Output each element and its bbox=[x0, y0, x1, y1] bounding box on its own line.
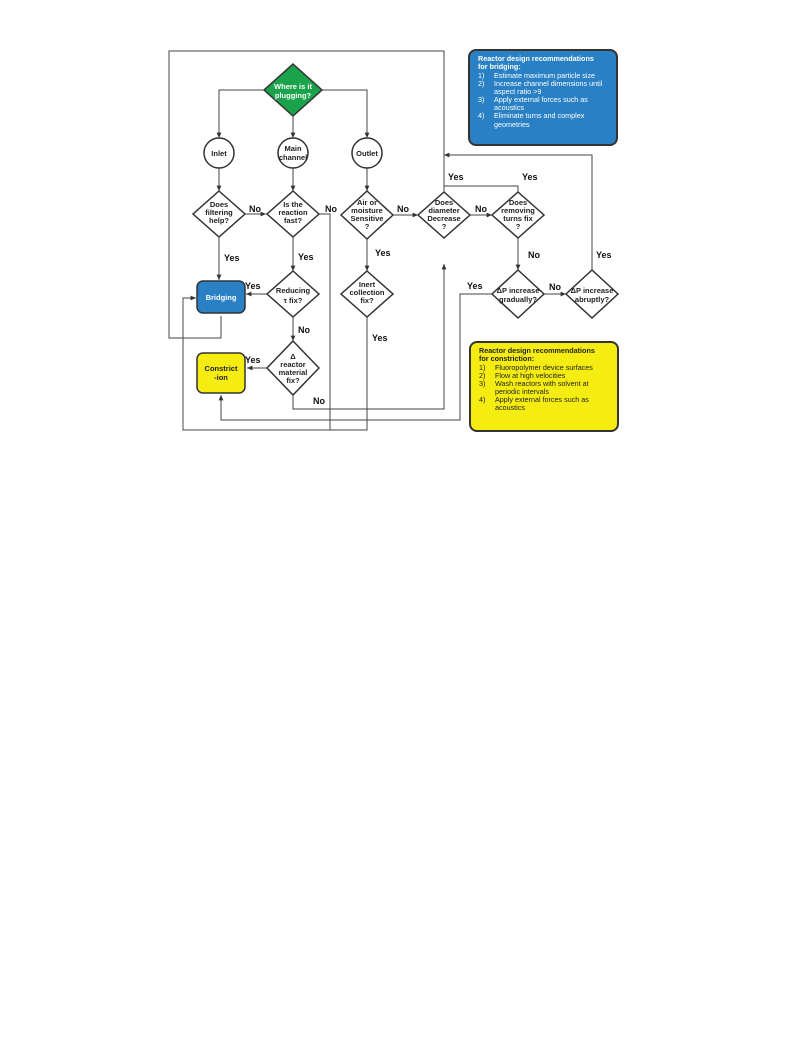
list-item: 1)Estimate maximum particle size bbox=[478, 71, 596, 81]
edge-fast-no bbox=[182, 213, 331, 431]
edge-labels: No No No No Yes Yes Yes Yes Yes No Yes Y… bbox=[224, 172, 612, 406]
label-fast-no: No bbox=[325, 204, 337, 214]
label-diameter-no: No bbox=[475, 204, 487, 214]
connectors bbox=[168, 50, 593, 431]
label-abrupt-yes: Yes bbox=[596, 250, 612, 260]
label-tau-yes: Yes bbox=[245, 281, 261, 291]
label-material-yes: Yes bbox=[245, 355, 261, 365]
constriction-recommendations-title: Reactor design recommendations for const… bbox=[479, 346, 595, 364]
constriction-node: Constrict-ion bbox=[196, 352, 246, 394]
edge-start-to-inlet bbox=[216, 89, 264, 138]
constriction-recommendations: Reactor design recommendations for const… bbox=[469, 341, 619, 432]
svg-text:Constrict-ion: Constrict-ion bbox=[205, 364, 238, 382]
bridging-recommendations-list: 1)Estimate maximum particle size 2)Incre… bbox=[478, 71, 608, 129]
bridging-recommendations-title: Reactor design recommendations for bridg… bbox=[478, 54, 594, 72]
label-diameter-yes: Yes bbox=[448, 172, 464, 182]
constriction-recommendations-list: 1)Fluoropolymer device surfaces 2)Flow a… bbox=[479, 364, 609, 412]
label-air-yes: Yes bbox=[375, 248, 391, 258]
label-air-no: No bbox=[397, 204, 409, 214]
list-item: 1)Fluoropolymer device surfaces bbox=[479, 363, 593, 373]
list-item: 2)Flow at high velocities bbox=[479, 371, 566, 381]
edge-turns-yes bbox=[444, 185, 519, 192]
label-filtering-no: No bbox=[249, 204, 261, 214]
label-turns-yes: Yes bbox=[522, 172, 538, 182]
list-item: 3)Apply external forces such as acoustic… bbox=[478, 95, 588, 113]
edge-gradual-yes bbox=[218, 293, 492, 421]
label-filtering-yes: Yes bbox=[224, 253, 240, 263]
edge-start-to-outlet bbox=[322, 89, 370, 138]
inlet-node: Inlet bbox=[203, 137, 235, 169]
list-item: 2)Increase channel dimensions until aspe… bbox=[478, 79, 603, 97]
label-gradual-yes: Yes bbox=[467, 281, 483, 291]
list-item: 4)Apply external forces such as acoustic… bbox=[479, 395, 589, 413]
edge-abrupt-yes bbox=[444, 152, 593, 270]
label-inert-yes: Yes bbox=[372, 333, 388, 343]
label-turns-no: No bbox=[528, 250, 540, 260]
edge-material-no bbox=[292, 264, 447, 410]
bridging-node: Bridging bbox=[196, 280, 246, 314]
svg-text:Bridging: Bridging bbox=[206, 293, 237, 302]
label-material-no: No bbox=[313, 396, 325, 406]
bridging-recommendations: Reactor design recommendations for bridg… bbox=[468, 49, 618, 146]
list-item: 3)Wash reactors with solvent at periodic… bbox=[479, 379, 589, 397]
edge-inert-yes bbox=[330, 317, 368, 431]
edge-top-loop bbox=[168, 50, 445, 339]
label-fast-yes: Yes bbox=[298, 252, 314, 262]
label-tau-no: No bbox=[298, 325, 310, 335]
svg-text:Inlet: Inlet bbox=[211, 149, 227, 158]
svg-text:Outlet: Outlet bbox=[356, 149, 378, 158]
outlet-node: Outlet bbox=[351, 137, 383, 169]
label-gradual-no: No bbox=[549, 282, 561, 292]
list-item: 4)Eliminate turns and complex geometries bbox=[478, 111, 585, 129]
